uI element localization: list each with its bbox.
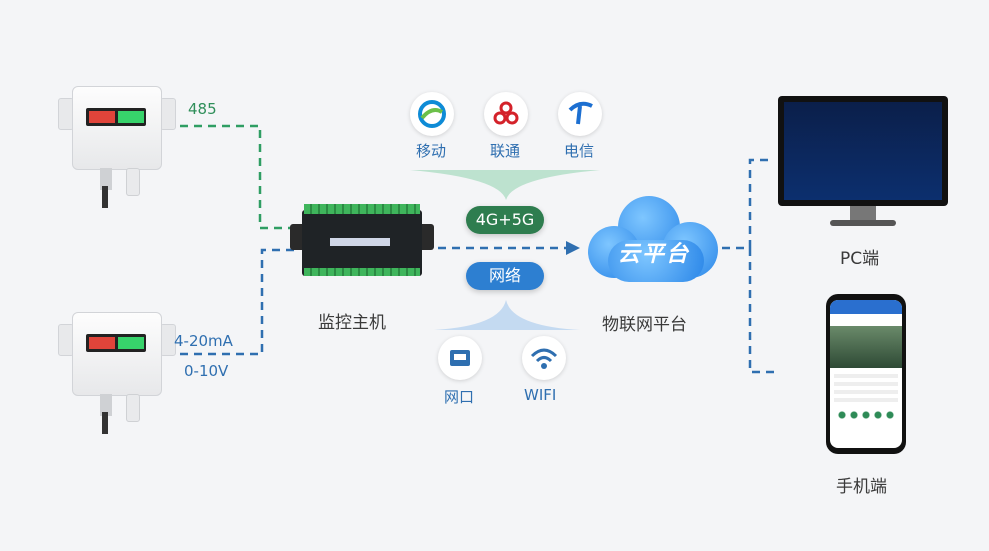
sensor-top [58,86,176,208]
carrier-telecom-label: 电信 [564,142,595,160]
voltage-label: 0-10V [184,362,229,380]
china-telecom-logo-icon [558,92,602,136]
network-pill: 网络 [466,262,544,290]
mobile-label: 手机端 [836,477,887,497]
cloud-platform-icon [588,196,720,292]
controller-label: 监控主机 [318,313,386,333]
wifi-icon [522,336,566,380]
cloud-platform-label: 物联网平台 [602,315,687,335]
analog-line [166,248,296,356]
uplink-arrow [566,241,580,255]
controller-device [290,202,434,280]
carrier-mobile-label: 移动 [416,142,447,160]
wifi-label: WIFI [524,386,557,404]
carrier-unicom-label: 联通 [490,142,521,160]
sensor-bottom [58,312,176,434]
cellular-pill: 4G+5G [466,206,544,234]
pc-monitor [778,96,950,230]
rs485-line [166,124,296,230]
mobile-phone [826,294,906,454]
pc-label: PC端 [840,249,880,269]
wired-funnel [434,300,580,330]
cellular-funnel [410,170,600,200]
china-unicom-logo-icon [484,92,528,136]
downlink-line [722,158,774,374]
ethernet-label: 网口 [444,388,475,406]
rs485-label: 485 [188,100,217,118]
ethernet-port-icon [438,336,482,380]
cloud-logo-text: 云平台 [617,242,690,267]
current-label: 4-20mA [174,332,233,350]
china-mobile-logo-icon [410,92,454,136]
